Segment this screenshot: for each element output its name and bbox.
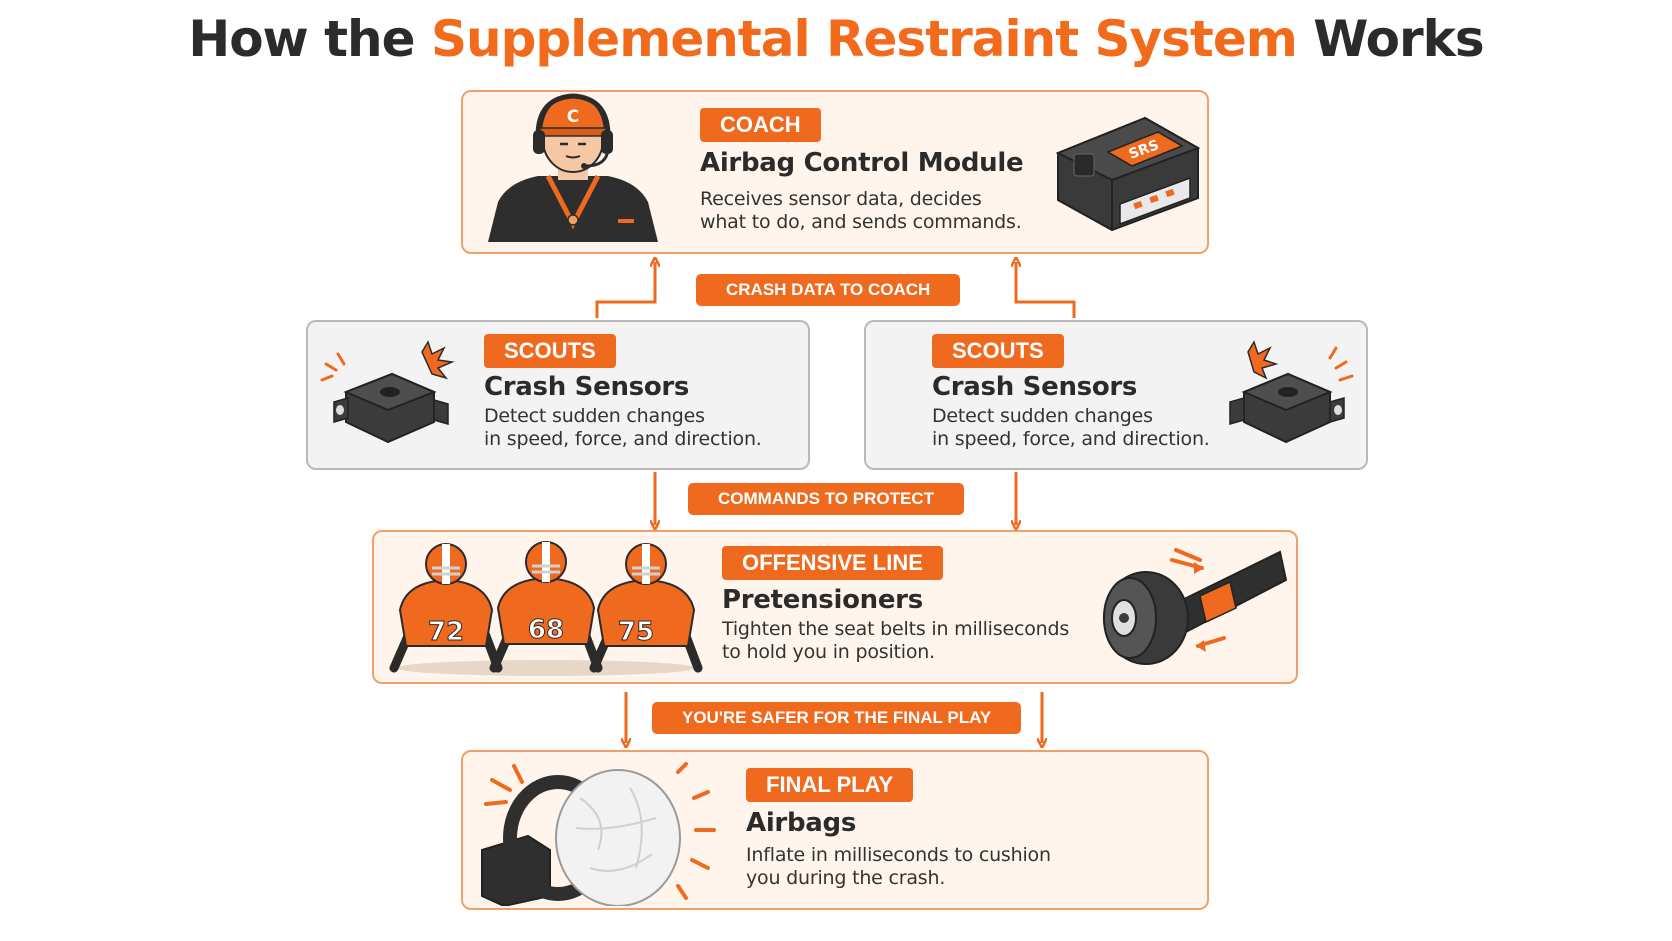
offensive-line-players-icon: 72 68 75	[389, 541, 703, 676]
title-part-2: Supplemental Restraint	[430, 10, 1079, 68]
scouts-left-role-badge: SCOUTS	[484, 334, 616, 368]
jersey-number-2: 68	[528, 615, 564, 645]
scouts-right-role-badge: SCOUTS	[932, 334, 1064, 368]
pretensioner-icon	[1103, 548, 1288, 665]
title-part-5: Works	[1296, 10, 1484, 68]
flow-label-safer: YOU'RE SAFER FOR THE FINAL PLAY	[652, 702, 1022, 734]
scouts-left-heading: Crash Sensors	[484, 372, 690, 402]
coach-icon: C	[488, 93, 658, 242]
coach-description: Receives sensor data, decides what to do…	[700, 188, 1022, 233]
coach-heading: Airbag Control Module	[700, 148, 1024, 178]
arrow-left-to-coach	[595, 262, 655, 318]
airbag-icon	[481, 762, 716, 906]
player-3: 75	[589, 543, 703, 673]
arrow-right-to-coach	[1016, 262, 1076, 318]
final-play-description: Inflate in milliseconds to cushion you d…	[746, 844, 1051, 889]
player-1: 72	[389, 543, 503, 673]
coach-cap-letter: C	[567, 107, 579, 127]
offensive-line-heading: Pretensioners	[722, 585, 923, 615]
title-part-1: How the	[188, 10, 431, 68]
offensive-line-role-badge: OFFENSIVE LINE	[722, 546, 943, 580]
flow-label-crash-data: CRASH DATA TO COACH	[696, 274, 961, 306]
page-title: How the Supplemental Restraint System Wo…	[0, 4, 1672, 74]
jersey-number-1: 72	[428, 617, 464, 647]
scouts-right-heading: Crash Sensors	[932, 372, 1138, 402]
player-2: 68	[489, 541, 603, 673]
crash-sensor-left-icon	[320, 340, 455, 444]
flow-label-commands: COMMANDS TO PROTECT	[688, 483, 964, 515]
final-play-role-badge: FINAL PLAY	[746, 768, 914, 802]
scouts-right-description: Detect sudden changes in speed, force, a…	[932, 405, 1210, 450]
control-module-icon: SRS	[1055, 116, 1200, 232]
scouts-left-description: Detect sudden changes in speed, force, a…	[484, 405, 762, 450]
final-play-heading: Airbags	[746, 808, 856, 838]
crash-sensor-right-icon	[1229, 340, 1354, 444]
jersey-number-3: 75	[618, 617, 654, 647]
offensive-line-description: Tighten the seat belts in milliseconds t…	[722, 618, 1070, 663]
title-part-4: System	[1094, 10, 1298, 68]
coach-role-badge: COACH	[700, 108, 821, 142]
